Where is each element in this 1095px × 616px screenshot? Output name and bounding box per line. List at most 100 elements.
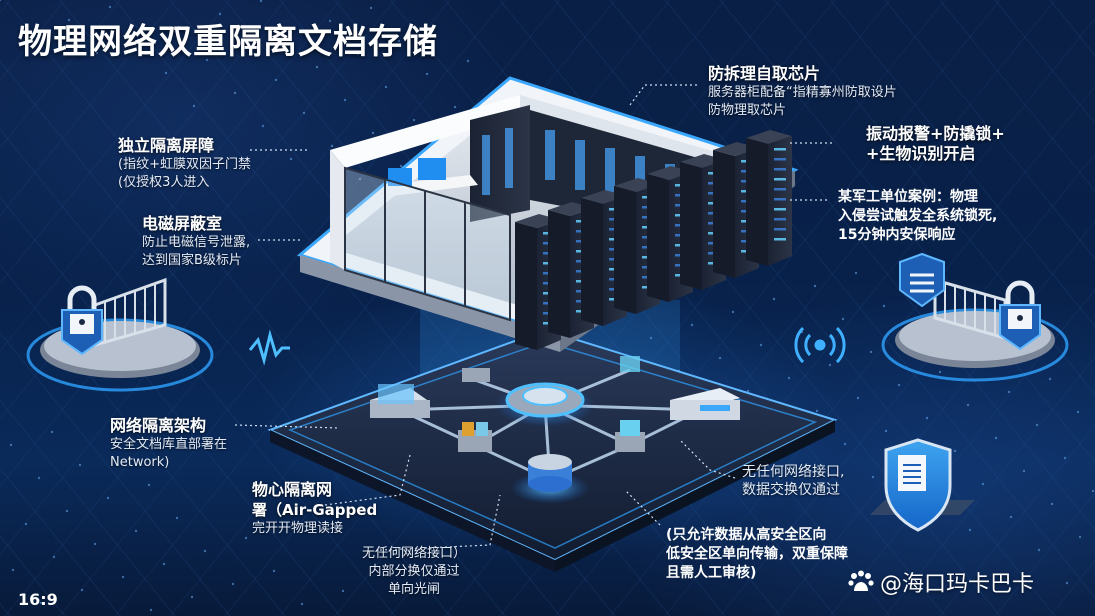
grid-dot: [453, 105, 457, 109]
grid-dot: [358, 177, 362, 181]
callout-line: 15分钟内安保响应: [838, 227, 956, 243]
server-room: [296, 76, 799, 352]
grid-dot: [341, 589, 345, 593]
grid-line: [0, 196, 341, 616]
grid-dot: [93, 542, 97, 546]
grid-dot: [162, 562, 166, 566]
grid-dot: [938, 370, 942, 374]
grid-dot: [369, 6, 373, 10]
workstation: [385, 158, 478, 196]
callout-line: 内部分换仅通过: [368, 564, 460, 579]
grid-dot: [80, 588, 84, 592]
page-title: 物理网络双重隔离文档存储: [18, 22, 438, 62]
grid-line: [0, 467, 121, 616]
grid-dot: [203, 549, 207, 553]
watermark: @海口玛卡巴卡: [848, 566, 1034, 598]
grid-dot: [718, 356, 722, 360]
callout-line: 振动报警+防撬锁+: [866, 124, 1005, 143]
grid-dot: [67, 18, 71, 22]
grid-line: [0, 60, 451, 616]
grid-dot: [1063, 456, 1067, 460]
glass-wall: [344, 166, 511, 322]
callout-line: 署（Air-Gapped: [252, 501, 378, 519]
callout-heading: 防拆理自取芯片: [708, 64, 821, 83]
grid-line: [0, 264, 286, 616]
watermark-text: @海口玛卡巴卡: [880, 572, 1035, 597]
grid-dot: [1037, 548, 1041, 552]
callout-line: (只允许数据从高安全区向: [666, 527, 827, 543]
callout-line: 无任何网络接口,: [742, 464, 845, 480]
grid-line: [4, 0, 506, 616]
grid-line: [609, 17, 1095, 616]
grid-dot: [134, 529, 138, 533]
grid-line: [609, 0, 1095, 599]
grid-dot: [300, 602, 304, 606]
callout-line: 入侵尝试触发全系统锁死,: [838, 208, 998, 224]
grid-line: [0, 0, 121, 149]
grid-dot: [231, 582, 235, 586]
server-rack-icon: [746, 130, 792, 266]
grid-line: [0, 0, 176, 217]
switch-node-icon: [670, 388, 740, 420]
grid-dot: [287, 32, 291, 36]
grid-dot: [39, 601, 43, 605]
grid-dot: [884, 429, 888, 433]
grid-line: [0, 0, 341, 420]
callout-em-shield-room: 电磁屏蔽室 防止电磁信号泄露, 达到国家B级标片: [142, 214, 250, 270]
callout-no-interface-right: 无任何网络接口, 数据交换仅通过: [742, 463, 844, 499]
grid-dot: [412, 118, 416, 122]
grid-line: [0, 0, 231, 285]
grid-dot: [192, 104, 196, 108]
grid-dot: [272, 569, 276, 573]
grid-line: [0, 0, 286, 352]
database-node-icon: [510, 454, 590, 504]
module-node-icon: [458, 356, 645, 452]
grid-dot: [981, 482, 985, 486]
grid-dot: [177, 25, 181, 29]
grid-line: [719, 153, 1095, 616]
grid-dot: [289, 157, 293, 161]
grid-dot: [65, 509, 69, 513]
grid-dot: [856, 396, 860, 400]
wireless-signal-icon: [794, 326, 846, 364]
grid-dot: [841, 317, 845, 321]
grid-dot: [869, 350, 873, 354]
grid-dot: [384, 85, 388, 89]
callout-no-interface-bottom: 无任何网络接口） 内部分换仅通过 单向光闸: [362, 545, 466, 599]
grid-dot: [1078, 535, 1082, 539]
grid-dot: [371, 131, 375, 135]
grid-dot: [302, 111, 306, 115]
server-node-icon: [370, 384, 430, 418]
grid-dot: [399, 164, 403, 168]
grid-dot: [218, 12, 222, 16]
grid-dot: [37, 476, 41, 480]
callout-heading: 独立隔离屏障: [118, 136, 215, 155]
server-rack-front-row: [515, 130, 792, 350]
grid-dot: [147, 483, 151, 487]
grid-dot: [121, 575, 125, 579]
callout-line: (指纹+虹膜双因子门禁: [118, 157, 251, 172]
grid-dot: [136, 38, 140, 42]
grid-dot: [330, 144, 334, 148]
grid-line: [664, 85, 1095, 616]
grid-dot: [953, 449, 957, 453]
padlock-gate-left-icon: [26, 277, 214, 392]
grid-dot: [78, 463, 82, 467]
grid-dot: [1048, 377, 1052, 381]
grid-dot: [1022, 469, 1026, 473]
grid-dot: [164, 71, 168, 75]
grid-dot: [772, 297, 776, 301]
callout-network-isolation: 网络隔离架构 安全文档库直部署在 Network): [110, 416, 227, 472]
grid-dot: [9, 443, 13, 447]
grid-dot: [1007, 390, 1011, 394]
callout-line: 防止电磁信号泄露,: [142, 235, 251, 250]
grid-dot: [397, 39, 401, 43]
callout-heading: 物心隔离网: [252, 480, 333, 499]
grid-dot: [882, 304, 886, 308]
grid-dot: [1091, 489, 1095, 493]
waveform-icon: [248, 329, 290, 366]
grid-dot: [994, 436, 998, 440]
grid-line: [719, 0, 1095, 463]
grid-dot: [759, 343, 763, 347]
